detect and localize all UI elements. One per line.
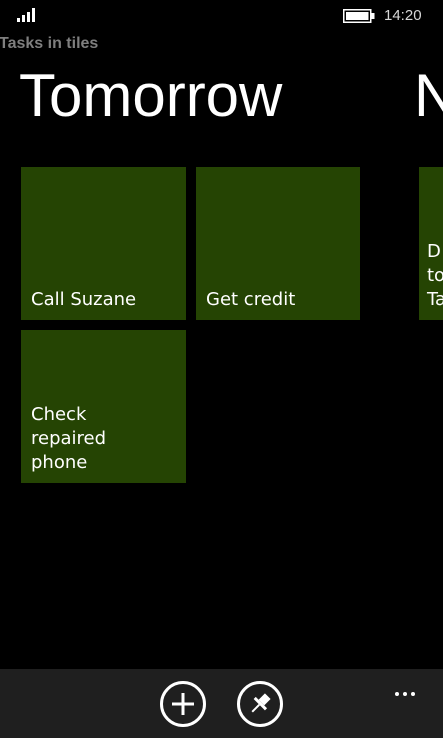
battery-icon — [343, 9, 375, 23]
task-tile[interactable]: Check repaired phone — [21, 330, 186, 483]
more-options-button[interactable] — [395, 688, 425, 700]
task-tile[interactable]: Call Suzane — [21, 167, 186, 320]
task-tile-label: Call Suzane — [31, 289, 137, 310]
task-tile-peek-line: to — [427, 265, 443, 286]
status-time: 14:20 — [384, 7, 422, 24]
task-tile[interactable]: Get credit — [196, 167, 360, 320]
app-bar — [0, 669, 443, 738]
app-title: Tasks in tiles — [0, 35, 99, 52]
section-header-tomorrow[interactable]: Tomorrow — [19, 62, 283, 129]
task-tile-label: Check repaired phone — [31, 404, 107, 473]
add-icon — [172, 693, 194, 715]
task-tile-label: Get credit — [206, 289, 296, 310]
task-tile-peek-line: Ta — [427, 289, 443, 310]
status-bar: 14:20 — [0, 0, 443, 32]
task-tile-peek-line: D — [427, 241, 441, 262]
next-section-header-peek[interactable]: N — [414, 62, 443, 129]
task-tile-peek[interactable]: D to Ta — [419, 167, 443, 320]
pin-button[interactable] — [237, 681, 283, 727]
signal-bars-icon — [17, 8, 35, 22]
pin-icon — [251, 693, 271, 713]
add-button[interactable] — [160, 681, 206, 727]
